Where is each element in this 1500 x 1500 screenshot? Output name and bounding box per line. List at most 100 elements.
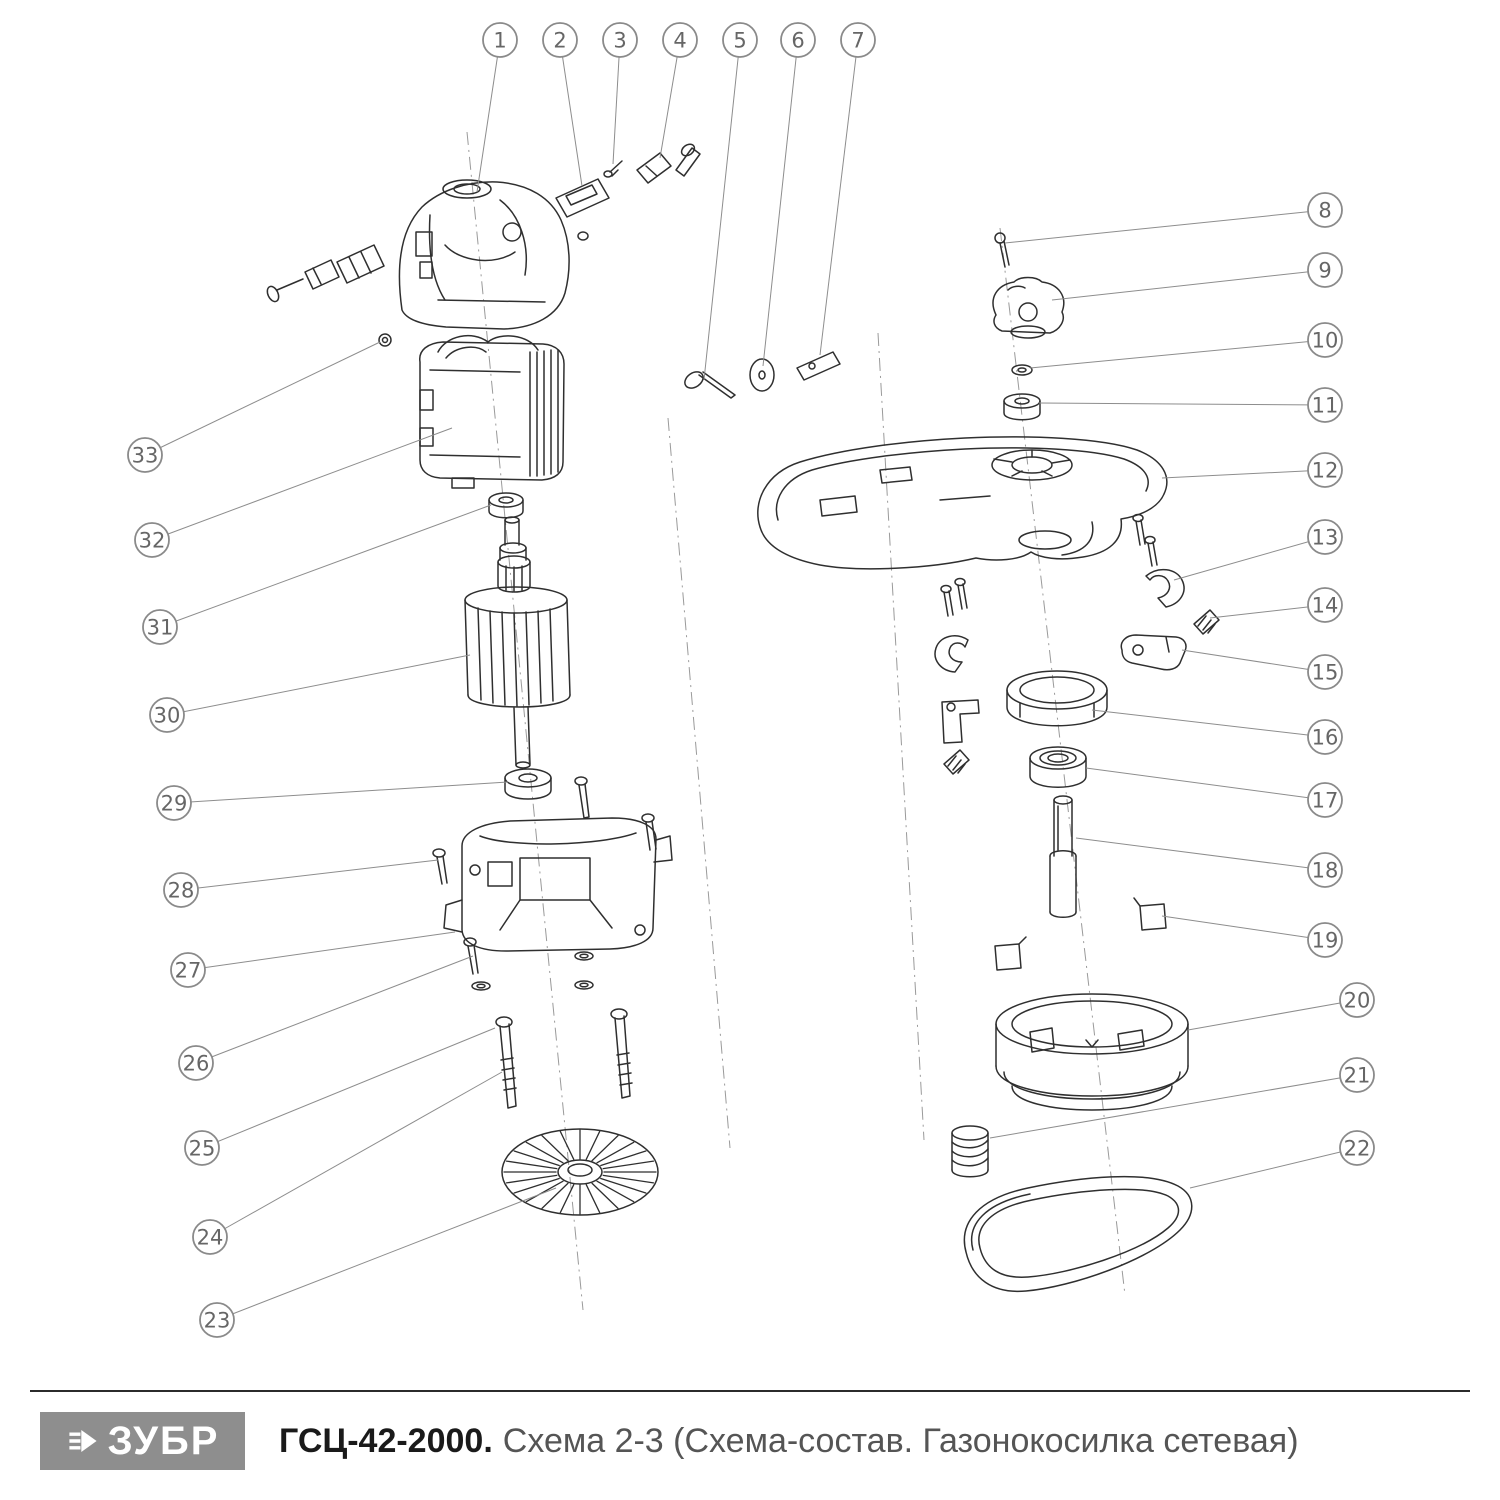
- part-bracket-left: [941, 699, 980, 744]
- callout-6: 6: [780, 22, 816, 58]
- svg-text:10: 10: [1312, 329, 1339, 353]
- leader-line-10: [1029, 339, 1326, 369]
- part-lower-housing: [443, 817, 673, 952]
- leader-line-27: [187, 931, 456, 971]
- leader-line-24: [209, 1071, 503, 1238]
- callout-2: 2: [542, 22, 578, 58]
- part-clip-left: [994, 936, 1027, 971]
- part-screw-housing-top: [574, 776, 657, 851]
- fan-blades: [503, 1129, 657, 1215]
- svg-text:1: 1: [493, 29, 506, 53]
- part-clamp-right: [1145, 568, 1185, 608]
- leader-line-22: [1189, 1147, 1358, 1189]
- leader-line-19: [1161, 915, 1326, 941]
- part-shaft: [1049, 795, 1077, 918]
- leader-line-32: [151, 427, 453, 541]
- leader-line-30: [166, 654, 471, 716]
- svg-text:18: 18: [1312, 859, 1339, 883]
- svg-text:27: 27: [175, 959, 202, 983]
- callout-29: 29: [156, 785, 192, 821]
- leader-line-31: [159, 504, 492, 628]
- part-coil-spring: [951, 1125, 989, 1178]
- callout-31: 31: [142, 609, 178, 645]
- part-brush-holder-top: [555, 143, 701, 218]
- leader-lines: [144, 39, 1358, 1321]
- part-screw-top-right: [994, 232, 1010, 268]
- leader-line-7: [819, 39, 859, 356]
- callout-28: 28: [163, 872, 199, 908]
- leader-line-3: [612, 39, 621, 165]
- parts-drawing: [266, 143, 1220, 1293]
- callout-16: 16: [1307, 719, 1343, 755]
- part-armature: [464, 516, 571, 769]
- part-clamp-left: [934, 635, 969, 673]
- svg-text:31: 31: [147, 616, 174, 640]
- part-belt: [963, 1175, 1193, 1293]
- svg-text:30: 30: [154, 704, 181, 728]
- svg-text:7: 7: [851, 29, 864, 53]
- part-bearing-right-lower: [1029, 746, 1087, 788]
- callout-21: 21: [1339, 1057, 1375, 1093]
- svg-text:29: 29: [161, 792, 188, 816]
- svg-text:13: 13: [1312, 526, 1339, 550]
- callout-11: 11: [1307, 387, 1343, 423]
- leader-line-13: [1173, 536, 1326, 581]
- callout-24: 24: [192, 1219, 228, 1255]
- leader-line-12: [1161, 469, 1326, 479]
- leader-line-1: [476, 39, 501, 193]
- svg-text:15: 15: [1312, 661, 1339, 685]
- callout-19: 19: [1307, 922, 1343, 958]
- footer-divider: [30, 1390, 1470, 1392]
- leader-line-9: [1051, 269, 1326, 301]
- svg-text:16: 16: [1312, 726, 1339, 750]
- part-clip-right: [1133, 897, 1167, 931]
- part-housing-screws-washers: [432, 848, 594, 991]
- callout-17: 17: [1307, 782, 1343, 818]
- leader-line-15: [1181, 649, 1326, 673]
- part-motor-housing-top: [398, 179, 589, 330]
- svg-text:21: 21: [1344, 1064, 1371, 1088]
- leader-line-21: [989, 1074, 1358, 1139]
- svg-text:9: 9: [1318, 259, 1331, 283]
- exploded-view-diagram: 1234567891011121314151617181920212223242…: [127, 22, 1375, 1338]
- svg-text:14: 14: [1312, 594, 1339, 618]
- svg-text:5: 5: [733, 29, 746, 53]
- part-bearing-lower: [504, 768, 552, 800]
- part-blade-housing-cup: [995, 993, 1189, 1111]
- svg-text:26: 26: [183, 1052, 210, 1076]
- callout-4: 4: [662, 22, 698, 58]
- part-screw-washer-plate: [684, 351, 841, 399]
- part-stator: [419, 334, 565, 489]
- part-long-bolts: [495, 1008, 633, 1109]
- svg-text:24: 24: [197, 1226, 224, 1250]
- callout-15: 15: [1307, 654, 1343, 690]
- callout-32: 32: [134, 522, 170, 558]
- svg-text:3: 3: [613, 29, 626, 53]
- svg-text:17: 17: [1312, 789, 1339, 813]
- svg-text:25: 25: [189, 1137, 216, 1161]
- callout-10: 10: [1307, 322, 1343, 358]
- leader-line-17: [1085, 767, 1326, 801]
- leader-line-16: [1091, 709, 1326, 738]
- part-brush-assembly-left: [266, 244, 392, 347]
- leader-line-33: [144, 341, 381, 456]
- leader-line-4: [659, 39, 681, 159]
- callout-14: 14: [1307, 587, 1343, 623]
- leader-line-2: [559, 39, 583, 187]
- callout-27: 27: [170, 952, 206, 988]
- scheme-subtitle: Схема 2-3 (Схема-состав. Газонокосилка с…: [502, 1421, 1299, 1460]
- part-ring: [1006, 670, 1108, 727]
- part-bearing-right-upper: [1003, 393, 1041, 421]
- callout-25: 25: [184, 1130, 220, 1166]
- svg-text:22: 22: [1344, 1137, 1371, 1161]
- leader-line-6: [762, 39, 799, 367]
- callout-26: 26: [178, 1045, 214, 1081]
- axis-centerlines: [466, 131, 1126, 1311]
- leader-line-20: [1187, 999, 1358, 1031]
- leader-line-14: [1209, 604, 1326, 619]
- zubr-logo: ЗУБР: [40, 1412, 245, 1470]
- svg-text:32: 32: [139, 529, 166, 553]
- callout-22: 22: [1339, 1130, 1375, 1166]
- svg-text:11: 11: [1312, 394, 1339, 418]
